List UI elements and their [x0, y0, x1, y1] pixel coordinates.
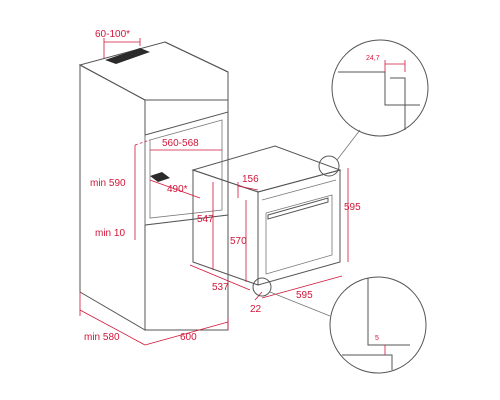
label-oven-570: 570	[230, 236, 247, 247]
oven	[191, 145, 342, 286]
vent-slot	[105, 48, 150, 64]
detail-marker-top	[318, 155, 340, 177]
oven-front	[257, 169, 341, 286]
label-niche-width: 560-568	[162, 138, 199, 149]
label-oven-width: 595	[296, 290, 313, 301]
label-detail-bottom-gap: 5	[375, 335, 379, 342]
detail-marker-bottom	[252, 277, 272, 297]
label-niche-min-height: min 590	[90, 178, 126, 189]
oven-door-window	[265, 194, 333, 275]
label-niche-depth: 490*	[167, 184, 188, 195]
label-oven-depth: 537	[212, 282, 229, 293]
label-oven-547: 547	[197, 214, 214, 225]
label-detail-top-gap: 24,7	[366, 55, 380, 62]
detail-circle-top	[331, 39, 429, 137]
oven-handle	[267, 197, 329, 220]
label-vent-opening: 60-100*	[95, 29, 130, 40]
niche-base-shelf	[150, 172, 170, 182]
label-cabinet-min-depth: min 580	[84, 332, 120, 343]
label-oven-height: 595	[344, 202, 361, 213]
cabinet-front	[144, 99, 229, 331]
cabinet-niche	[144, 111, 229, 226]
label-base-min-height: min 10	[95, 228, 125, 239]
detail-callouts	[252, 39, 429, 374]
dimension-labels: 60-100* 560-568 min 590 490* min 10 min …	[84, 29, 380, 343]
oven-side	[192, 169, 259, 286]
cabinet-top	[78, 41, 229, 101]
label-cabinet-width: 600	[180, 332, 197, 343]
label-oven-top-offset: 156	[242, 174, 259, 185]
dimension-lines	[79, 38, 349, 346]
detail-circle-bottom	[329, 276, 427, 374]
cabinet	[78, 41, 229, 331]
label-oven-front-offset: 22	[250, 304, 262, 315]
